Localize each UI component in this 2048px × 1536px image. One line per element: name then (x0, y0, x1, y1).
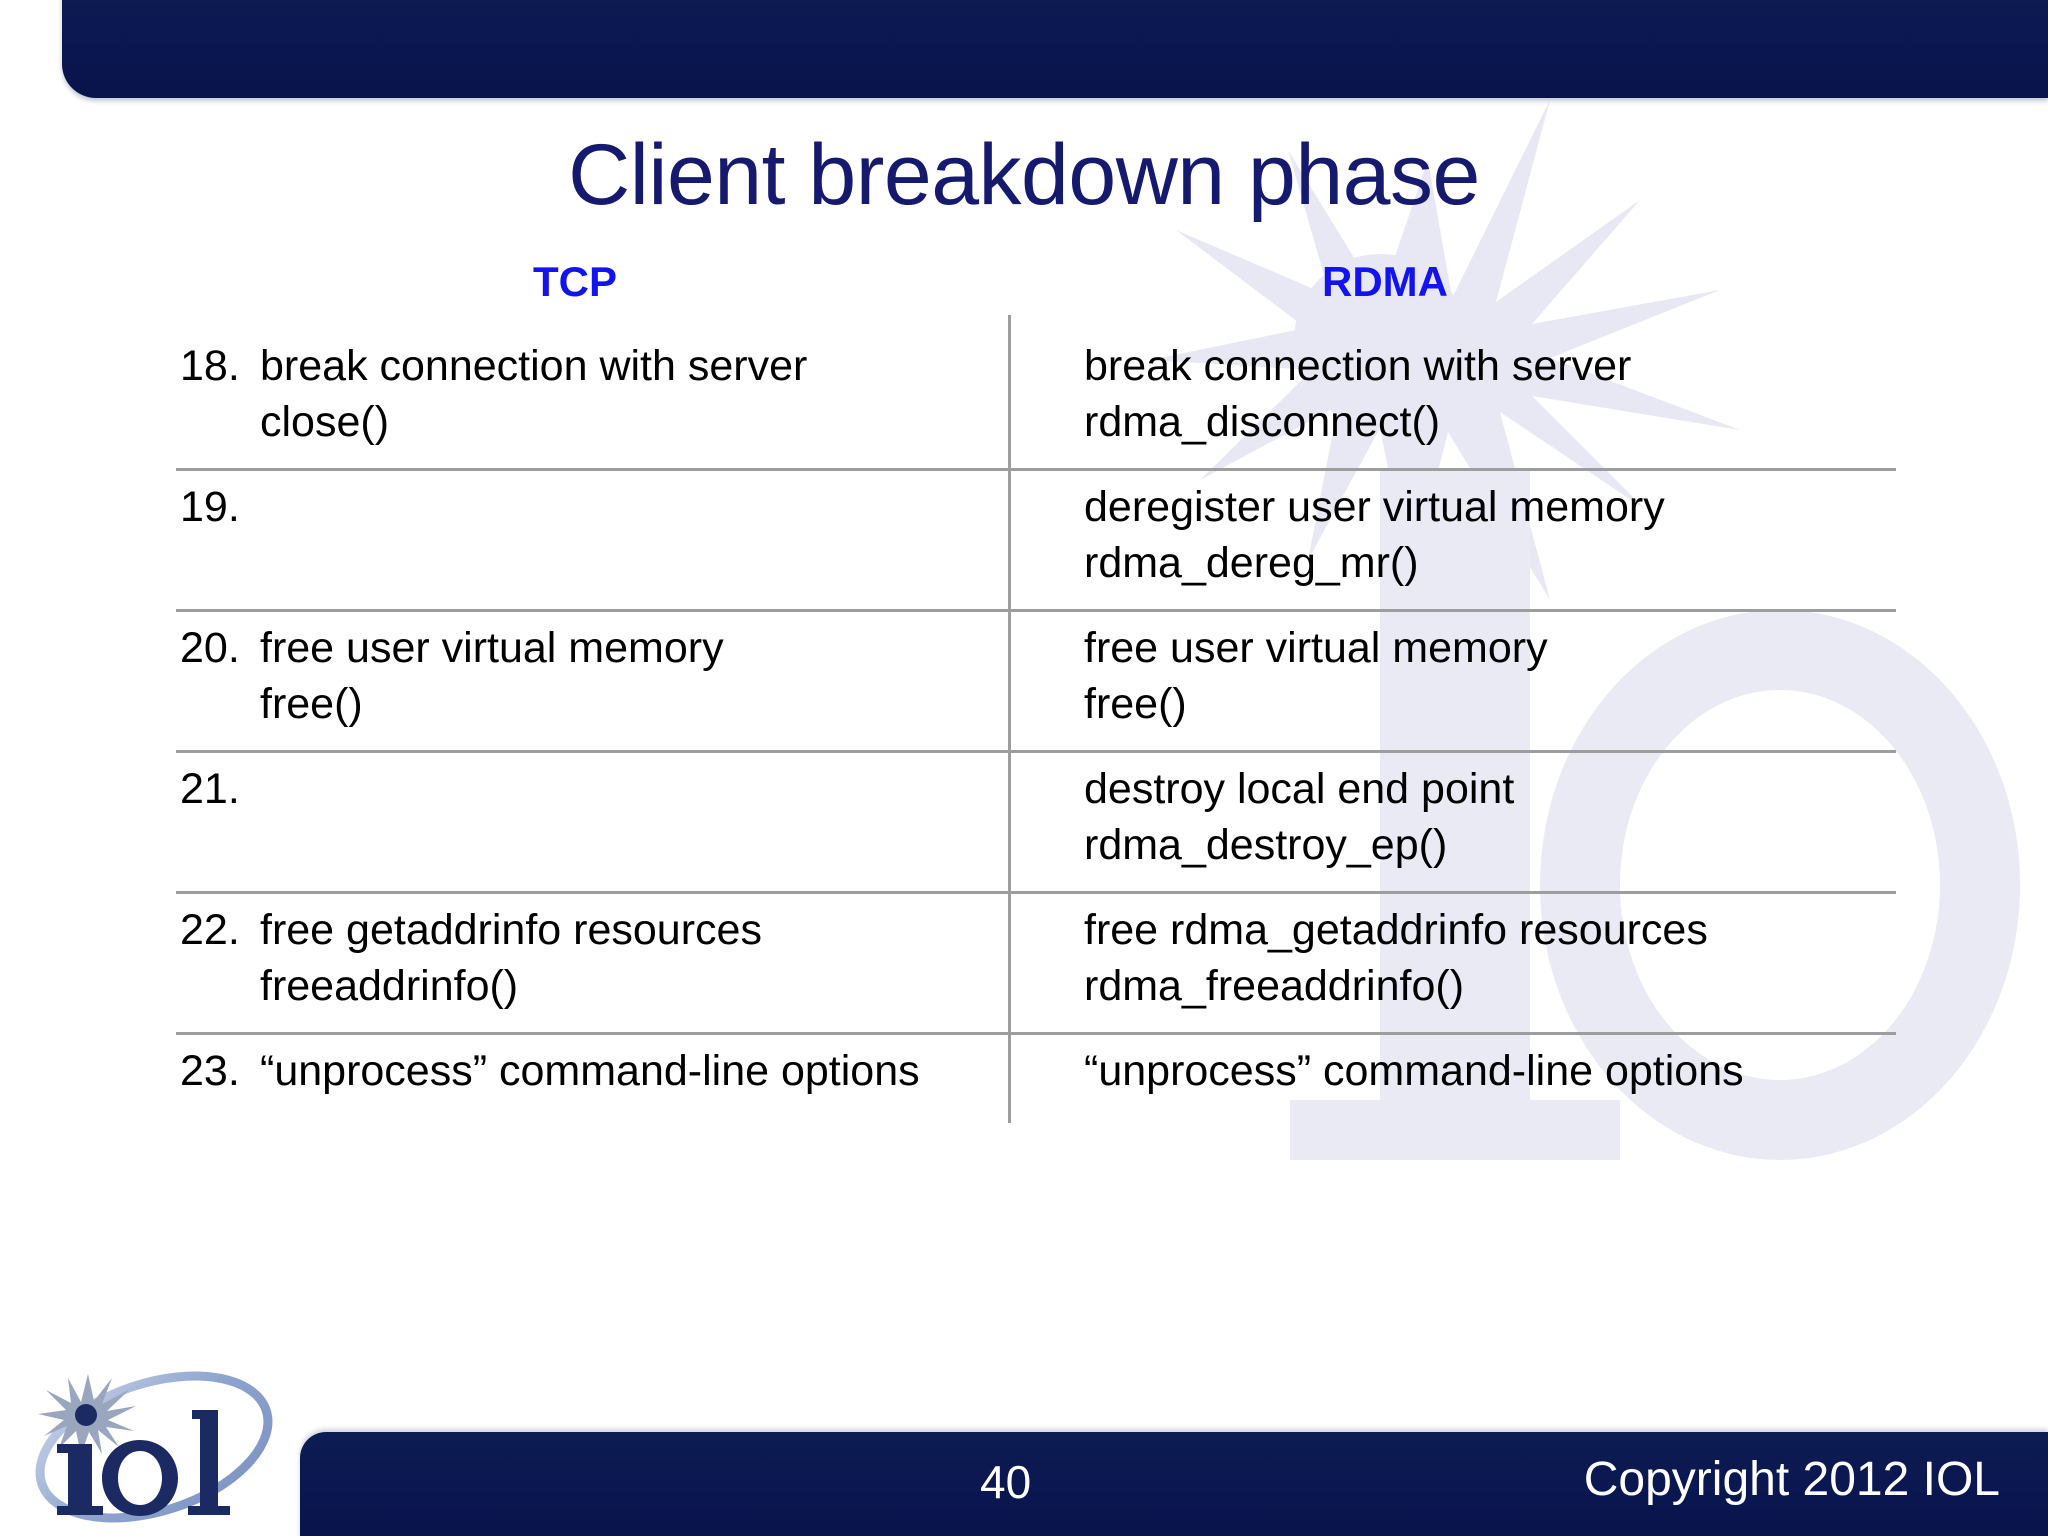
rdma-call: rdma_freeaddrinfo() (1084, 962, 1465, 1010)
column-divider (1008, 315, 1011, 1123)
rdma-call: rdma_dereg_mr() (1084, 539, 1419, 587)
tcp-cell: break connection with server close() (260, 330, 1008, 468)
page-title: Client breakdown phase (568, 127, 1480, 223)
comparison-table: 18. break connection with server close()… (176, 330, 1896, 1125)
tcp-call: freeaddrinfo() (260, 962, 519, 1010)
rdma-cell: free user virtual memory free() (1008, 612, 1896, 750)
column-header-rdma: RDMA (1322, 258, 1448, 305)
table-row: 22. free getaddrinfo resources freeaddri… (176, 894, 1896, 1035)
row-number: 23. (180, 1047, 240, 1095)
tcp-description: “unprocess” command-line options (260, 1047, 920, 1095)
tcp-call: free() (260, 680, 363, 728)
rdma-cell: destroy local end point rdma_destroy_ep(… (1008, 753, 1896, 891)
rdma-cell: break connection with server rdma_discon… (1008, 330, 1896, 468)
row-number: 18. (180, 342, 240, 390)
table-row: 18. break connection with server close()… (176, 330, 1896, 471)
table-row: 20. free user virtual memory free() free… (176, 612, 1896, 753)
tcp-call: close() (260, 398, 390, 446)
table-row: 23. “unprocess” command-line options “un… (176, 1035, 1896, 1125)
tcp-description: free user virtual memory (260, 624, 724, 672)
rdma-description: deregister user virtual memory (1084, 483, 1665, 531)
table-row: 19. deregister user virtual memory rdma_… (176, 471, 1896, 612)
tcp-cell (260, 753, 1008, 891)
tcp-cell: free getaddrinfo resources freeaddrinfo(… (260, 894, 1008, 1032)
tcp-cell: free user virtual memory free() (260, 612, 1008, 750)
row-number: 20. (180, 624, 240, 672)
rdma-description: “unprocess” command-line options (1084, 1047, 1744, 1095)
rdma-description: break connection with server (1084, 342, 1632, 390)
table-row: 21. destroy local end point rdma_destroy… (176, 753, 1896, 894)
iol-logo-icon (35, 1371, 273, 1523)
column-header-tcp: TCP (533, 258, 617, 305)
footer-bar (300, 1432, 2048, 1536)
rdma-cell: free rdma_getaddrinfo resources rdma_fre… (1008, 894, 1896, 1032)
row-number: 19. (180, 483, 240, 531)
tcp-description: free getaddrinfo resources (260, 906, 762, 954)
rdma-call: free() (1084, 680, 1187, 728)
rdma-description: free user virtual memory (1084, 624, 1548, 672)
row-number: 21. (180, 765, 240, 813)
row-number: 22. (180, 906, 240, 954)
rdma-description: destroy local end point (1084, 765, 1515, 813)
rdma-cell: deregister user virtual memory rdma_dere… (1008, 471, 1896, 609)
tcp-description: break connection with server (260, 342, 808, 390)
top-header-bar (62, 0, 2048, 98)
rdma-cell: “unprocess” command-line options (1008, 1035, 1896, 1125)
rdma-description: free rdma_getaddrinfo resources (1084, 906, 1708, 954)
rdma-call: rdma_disconnect() (1084, 398, 1441, 446)
tcp-cell: “unprocess” command-line options (260, 1035, 1008, 1125)
page-number: 40 (980, 1456, 1032, 1508)
rdma-call: rdma_destroy_ep() (1084, 821, 1448, 869)
copyright-text: Copyright 2012 IOL (1583, 1453, 2000, 1506)
tcp-cell (260, 471, 1008, 609)
